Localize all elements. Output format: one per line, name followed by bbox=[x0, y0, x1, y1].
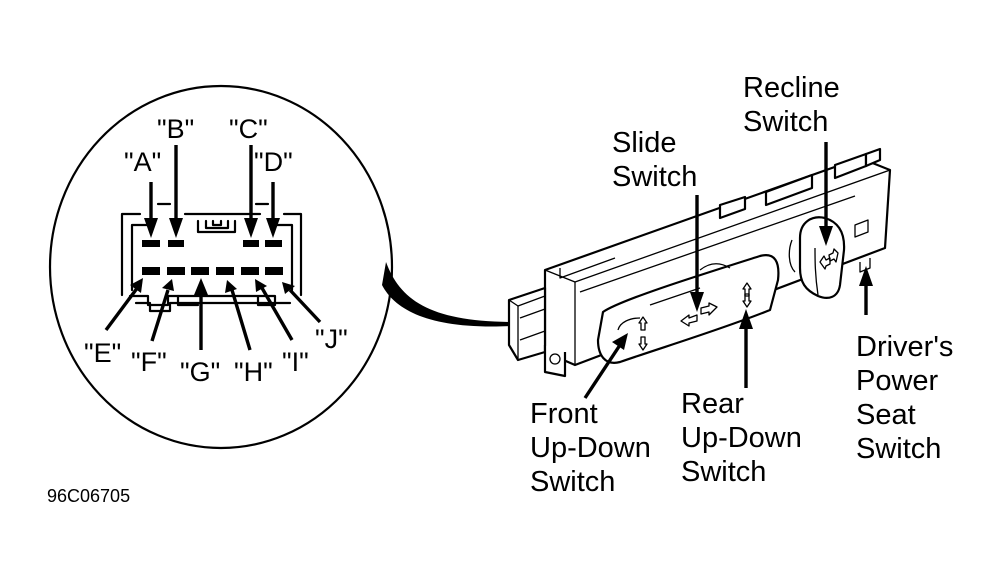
terminal-c bbox=[243, 240, 259, 247]
terminal-i bbox=[241, 267, 259, 275]
terminal-j bbox=[265, 267, 283, 275]
slide-switch-label: Slide Switch bbox=[612, 127, 697, 193]
label-line: Front bbox=[530, 398, 598, 430]
magnifier-circle bbox=[48, 84, 394, 450]
rear-up-down-switch-label: Rear Up-Down Switch bbox=[681, 388, 802, 488]
mounting-hole bbox=[549, 353, 561, 365]
power-seat-switch-assembly bbox=[507, 147, 892, 378]
label-line: Driver's bbox=[856, 331, 953, 363]
label-line: Switch bbox=[612, 161, 697, 193]
lower-pin-labels: "E" "F" "G" "H" "I" "J" bbox=[84, 324, 348, 387]
label-line: Switch bbox=[743, 106, 828, 138]
front-rear-slide-rocker[interactable] bbox=[596, 254, 780, 364]
figure-code: 96C06705 bbox=[47, 486, 130, 506]
rear-up-down-arrows-icon bbox=[742, 282, 752, 308]
label-line: Power bbox=[856, 365, 939, 397]
pin-label-i: "I" bbox=[282, 347, 309, 377]
pin-label-f: "F" bbox=[131, 347, 167, 377]
pin-label-d: "D" bbox=[254, 147, 293, 177]
pin-label-e: "E" bbox=[84, 338, 121, 368]
pin-label-a: "A" bbox=[124, 147, 161, 177]
terminal-d bbox=[265, 240, 282, 247]
label-line: Slide bbox=[612, 127, 677, 159]
terminal-g bbox=[191, 267, 209, 275]
pin-label-g: "G" bbox=[180, 357, 220, 387]
label-line: Up-Down bbox=[530, 432, 651, 464]
label-line: Switch bbox=[530, 466, 615, 498]
recline-rocker[interactable] bbox=[798, 216, 846, 299]
drivers-power-seat-switch-label: Driver's Power Seat Switch bbox=[856, 331, 953, 465]
front-up-down-switch-label: Front Up-Down Switch bbox=[530, 398, 651, 498]
connector-detail: "A" "B" "C" "D" "E" "F" "G" "H" "I" "J" bbox=[48, 84, 515, 450]
label-line: Up-Down bbox=[681, 422, 802, 454]
terminal-f bbox=[167, 267, 185, 275]
pin-label-h: "H" bbox=[234, 357, 273, 387]
terminal-b bbox=[168, 240, 184, 247]
label-line: Recline bbox=[743, 72, 840, 104]
recline-arrows-icon bbox=[819, 248, 839, 270]
upper-pin-arrows bbox=[144, 145, 280, 238]
recline-switch-label: Recline Switch bbox=[743, 72, 840, 138]
front-up-down-arrows-icon bbox=[638, 316, 648, 351]
pin-label-b: "B" bbox=[157, 114, 194, 144]
label-line: Rear bbox=[681, 388, 744, 420]
callout-arrows bbox=[583, 142, 873, 399]
upper-pin-labels: "A" "B" "C" "D" bbox=[124, 114, 293, 177]
terminal-h bbox=[216, 267, 234, 275]
terminal-e bbox=[142, 267, 160, 275]
pin-label-c: "C" bbox=[229, 114, 268, 144]
label-line: Seat bbox=[856, 399, 916, 431]
magnifier-leader bbox=[382, 262, 515, 327]
pin-label-j: "J" bbox=[315, 324, 348, 354]
label-line: Switch bbox=[856, 433, 941, 465]
connector-terminals bbox=[142, 240, 283, 275]
label-line: Switch bbox=[681, 456, 766, 488]
lower-pin-arrows bbox=[104, 278, 322, 351]
slide-left-right-arrows-icon bbox=[680, 302, 718, 327]
terminal-a bbox=[142, 240, 160, 247]
